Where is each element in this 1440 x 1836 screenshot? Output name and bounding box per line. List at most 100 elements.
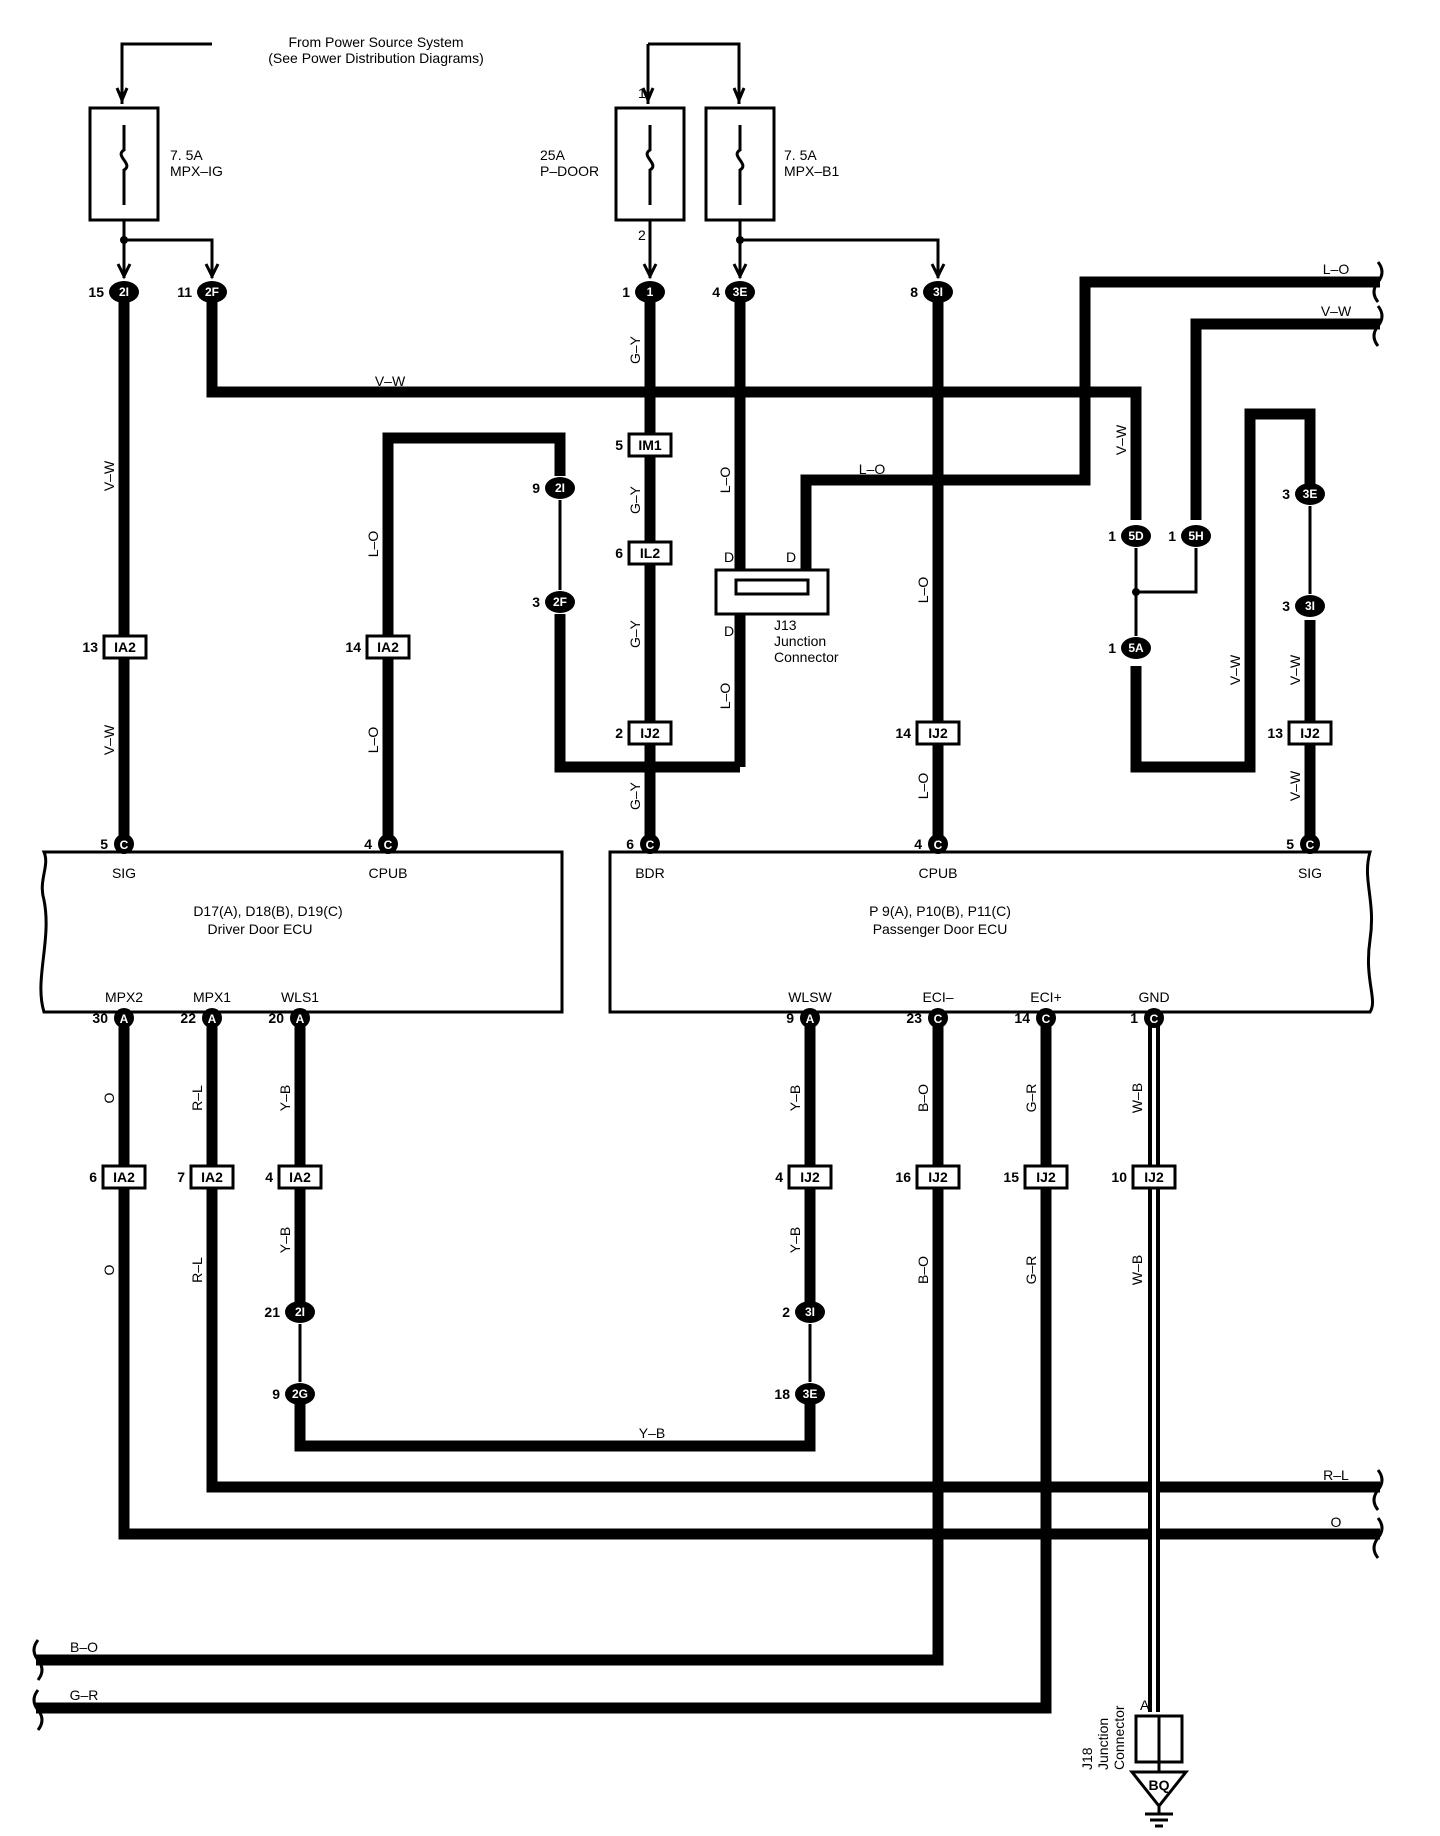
ic-ij2-2: IJ2 2 <box>615 720 673 746</box>
jb-2I-21-code: 2I <box>295 1305 305 1319</box>
jb-5A-1-pin: 1 <box>1108 640 1116 656</box>
j18-line2: Junction <box>1095 1718 1111 1770</box>
lbl-lo-4: L–O <box>717 683 733 710</box>
ic-ij2-16-pin: 16 <box>895 1169 911 1185</box>
jb-3I-3: 3I 3 <box>1282 595 1325 617</box>
jb-3I-2: 3I 2 <box>782 1301 825 1323</box>
ic-ij2-10: IJ2 10 <box>1111 1164 1177 1190</box>
ic-il2-6-code: IL2 <box>640 545 660 561</box>
j18-line3: Connector <box>1111 1705 1127 1770</box>
lbl-bo-left: B–O <box>70 1639 98 1655</box>
ic-ij2-13-pin: 13 <box>1267 725 1283 741</box>
ic-ia2-14: IA2 14 <box>345 634 411 660</box>
jb-2I-9-code: 2I <box>555 481 565 495</box>
jb-1-1: 1 1 <box>622 281 665 303</box>
lbl-yb-1: Y–B <box>277 1085 293 1111</box>
ic-ij2-15-code: IJ2 <box>1036 1169 1056 1185</box>
power-feed-lines <box>115 42 746 104</box>
fuse-p-door-amps: 25A <box>540 147 566 163</box>
ic-ia2-13-pin: 13 <box>82 639 98 655</box>
passenger-pin-sig: C 5 SIG <box>1286 834 1322 881</box>
lbl-gr-1: G–R <box>1023 1084 1039 1113</box>
jb-2F-11-code: 2F <box>205 285 219 299</box>
driver-pin-cpub: C 4 CPUB <box>364 834 407 881</box>
passenger-pin-wlsw-conn: A <box>806 1012 815 1026</box>
ic-ij2-2-pin: 2 <box>615 725 623 741</box>
j13-line1: J13 <box>774 617 797 633</box>
lbl-rl-bottom: R–L <box>1323 1467 1349 1483</box>
j13-line2: Junction <box>774 633 826 649</box>
ic-ia2-14-code: IA2 <box>377 639 399 655</box>
jb-3E-18-code: 3E <box>803 1387 818 1401</box>
jb-3E-3-code: 3E <box>1303 487 1318 501</box>
fuse-p-door-name: P–DOOR <box>540 163 599 179</box>
jb-2I-21: 2I 21 <box>264 1301 315 1323</box>
ic-ij2-14: IJ2 14 <box>895 720 961 746</box>
lbl-o-2: O <box>101 1264 117 1275</box>
j13-pin-right-top: D <box>786 549 796 565</box>
junction-thin-links <box>298 500 1312 1382</box>
passenger-pin-sig-conn: C <box>1306 838 1315 852</box>
ic-ia2-7: IA2 7 <box>177 1164 235 1190</box>
jb-5H-1-code: 5H <box>1188 529 1203 543</box>
driver-pin-wls1: A 20 WLS1 <box>268 989 319 1028</box>
ic-im1-5-code: IM1 <box>638 437 662 453</box>
fuse-mpx-ig-amps: 7. 5A <box>170 147 203 163</box>
jb-3I-2-code: 3I <box>805 1305 815 1319</box>
lbl-gy-3: G–Y <box>627 619 643 648</box>
ic-ia2-4: IA2 4 <box>265 1164 323 1190</box>
passenger-pin-cpub-num: 4 <box>914 836 922 852</box>
lbl-gr-2: G–R <box>1023 1256 1039 1285</box>
fuse-p-door-pin-in: 1 <box>638 85 646 101</box>
jb-2F-3-code: 2F <box>553 595 567 609</box>
driver-pin-wls1-conn: A <box>296 1012 305 1026</box>
lbl-bo-2: B–O <box>915 1256 931 1284</box>
driver-ecu-title1: D17(A), D18(B), D19(C) <box>193 903 342 919</box>
lbl-bo-1: B–O <box>915 1084 931 1112</box>
lbl-yb-3: Y–B <box>787 1085 803 1111</box>
ic-ij2-13-code: IJ2 <box>1300 725 1320 741</box>
ic-ia2-13-code: IA2 <box>114 639 136 655</box>
lbl-lo-6: L–O <box>915 773 931 800</box>
passenger-pin-eci-plus-num: 14 <box>1014 1010 1030 1026</box>
passenger-pin-gnd-conn: C <box>1150 1012 1159 1026</box>
driver-pin-cpub-name: CPUB <box>369 865 408 881</box>
passenger-pin-sig-name: SIG <box>1298 865 1322 881</box>
lbl-vw-top: V–W <box>375 373 406 389</box>
lbl-vw-right2: V–W <box>1321 303 1352 319</box>
ic-ia2-4-code: IA2 <box>289 1169 311 1185</box>
lbl-lo-1: L–O <box>365 531 381 558</box>
ic-ij2-16: IJ2 16 <box>895 1164 961 1190</box>
ecu-bottom-pins: A 30 MPX2 A 22 MPX1 A 20 WLS1 A 9 WLSW C… <box>92 989 1170 1028</box>
lbl-gr-left: G–R <box>70 1687 99 1703</box>
ic-ij2-4-pin: 4 <box>775 1169 783 1185</box>
ic-ij2-15-pin: 15 <box>1003 1169 1019 1185</box>
passenger-pin-gnd-name: GND <box>1138 989 1169 1005</box>
passenger-pin-gnd: C 1 GND <box>1130 989 1170 1028</box>
jb-3E-3-pin: 3 <box>1282 486 1290 502</box>
ic-im1-5: IM1 5 <box>615 432 673 458</box>
passenger-door-ecu: P 9(A), P10(B), P11(C) Passenger Door EC… <box>608 850 1375 1014</box>
passenger-pin-bdr-conn: C <box>646 838 655 852</box>
lbl-wb-1: W–B <box>1129 1083 1145 1113</box>
ic-ij2-13: IJ2 13 <box>1267 720 1333 746</box>
fuse-mpx-b1-amps: 7. 5A <box>784 147 817 163</box>
fuse-mpx-b1: 7. 5A MPX–B1 <box>704 106 839 222</box>
jb-5D-1: 5D 1 <box>1108 525 1151 547</box>
lbl-vw-6: V–W <box>1287 770 1303 801</box>
lbl-vw-2: V–W <box>101 724 117 755</box>
ground-code: BQ <box>1149 1777 1170 1793</box>
lbl-lo-right1: L–O <box>1323 261 1350 277</box>
ic-il2-6-pin: 6 <box>615 545 623 561</box>
ic-ij2-10-pin: 10 <box>1111 1169 1127 1185</box>
passenger-pin-eci-minus-num: 23 <box>906 1010 922 1026</box>
header-line1: From Power Source System <box>288 34 463 50</box>
jb-5H-1: 5H 1 <box>1168 525 1211 547</box>
jb-5A-1: 5A 1 <box>1108 637 1151 659</box>
fuse-mpx-b1-name: MPX–B1 <box>784 163 839 179</box>
ic-ia2-7-pin: 7 <box>177 1169 185 1185</box>
inline-connectors: IA2 13 IA2 14 IM1 5 IL2 6 IJ2 2 IJ2 14 <box>82 432 1333 1190</box>
jb-2I-15-code: 2I <box>119 285 129 299</box>
driver-pin-sig-num: 5 <box>100 836 108 852</box>
fuse-p-door: 25A P–DOOR 1 2 <box>540 85 686 243</box>
